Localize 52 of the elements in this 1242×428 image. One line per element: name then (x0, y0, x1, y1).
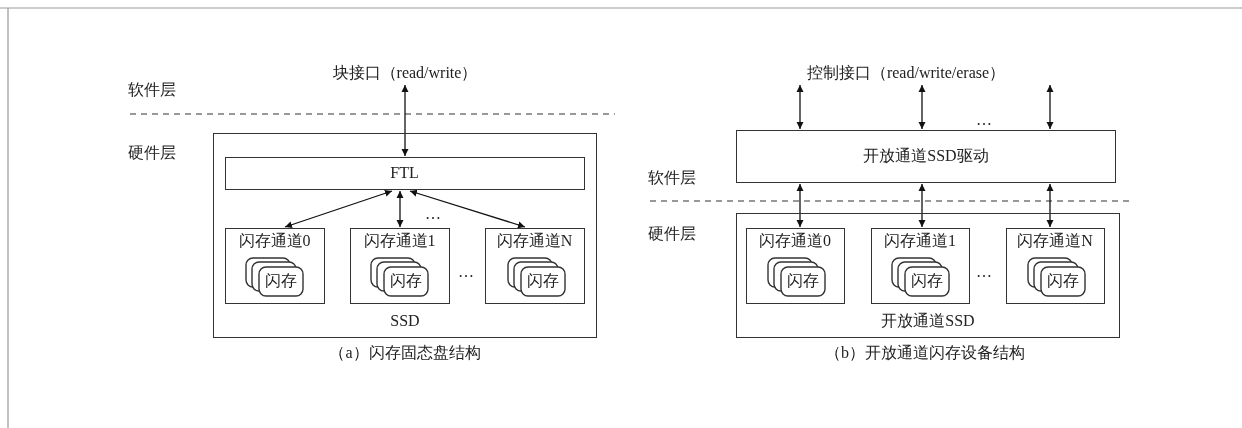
layer-label: 软件层 (128, 80, 176, 100)
chip-label: 闪存 (1046, 271, 1080, 291)
double-arrow (409, 189, 526, 229)
ellipsis: … (458, 262, 474, 282)
chip-label: 闪存 (389, 271, 423, 291)
subfigure-caption: （b）开放通道闪存设备结构 (825, 343, 1025, 363)
chip-label: 闪存 (786, 271, 820, 291)
interface-label: 控制接口（read/write/erase） (756, 62, 1056, 84)
channel-title: 闪存通道N (1016, 230, 1094, 251)
double-arrow (401, 84, 409, 157)
flash-chip-stack (767, 257, 827, 297)
channel-box (870, 227, 970, 304)
channel-box (349, 227, 450, 304)
double-arrow (1046, 84, 1054, 130)
layer-label: 硬件层 (128, 143, 176, 163)
subfigure-caption: （a）闪存固态盘结构 (329, 343, 481, 363)
ellipsis: … (976, 262, 992, 282)
double-arrow (396, 190, 404, 228)
ftl-box: FTL (224, 156, 585, 190)
channel-box (224, 227, 325, 304)
channel-title: 闪存通道0 (237, 230, 312, 251)
chip-label: 闪存 (526, 271, 560, 291)
device-label: SSD (389, 311, 421, 331)
device-box (736, 213, 1120, 338)
double-arrow (284, 189, 393, 229)
device-box (213, 133, 597, 338)
channel-title: 闪存通道1 (362, 230, 437, 251)
ellipsis: … (425, 204, 441, 224)
chip-label: 闪存 (910, 271, 944, 291)
double-arrow (918, 84, 926, 130)
flash-chip-stack (245, 257, 305, 297)
channel-box (484, 227, 585, 304)
layer-label: 硬件层 (648, 224, 696, 244)
layer-label: 软件层 (648, 168, 696, 188)
channel-box (1005, 227, 1105, 304)
double-arrow (918, 183, 926, 228)
channel-box (745, 227, 845, 304)
chip-label: 闪存 (264, 271, 298, 291)
channel-title: 闪存通道0 (758, 230, 832, 251)
double-arrow (796, 183, 804, 228)
double-arrow (1046, 183, 1054, 228)
flash-chip-stack (891, 257, 951, 297)
driver-box: 开放通道SSD驱动 (736, 130, 1116, 183)
flash-chip-stack (1027, 257, 1087, 297)
channel-title: 闪存通道1 (883, 230, 957, 251)
flash-chip-stack (507, 257, 567, 297)
ellipsis: … (976, 110, 992, 130)
double-arrow (796, 84, 804, 130)
interface-label: 块接口（read/write） (318, 62, 492, 84)
flash-chip-stack (370, 257, 430, 297)
device-label: 开放通道SSD (880, 311, 976, 331)
channel-title: 闪存通道N (495, 230, 574, 251)
